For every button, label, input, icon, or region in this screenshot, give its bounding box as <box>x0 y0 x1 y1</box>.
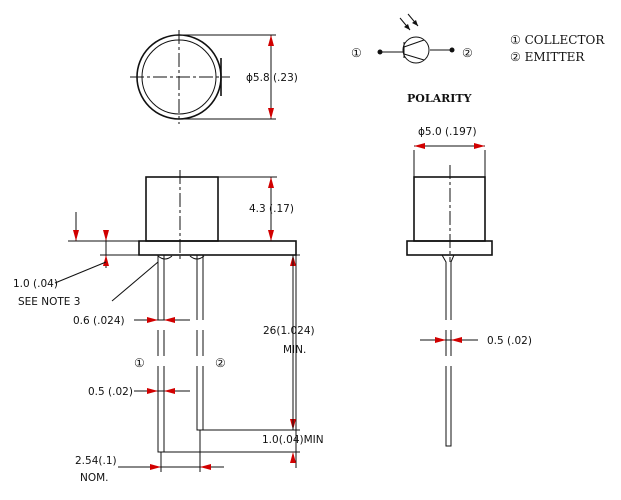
lead-2-upper <box>196 255 204 320</box>
dim-arrow <box>268 108 274 119</box>
lead-spacing-label: 0.5 (.02) <box>88 386 133 398</box>
lead-1-upper <box>157 255 165 320</box>
lead-2-mid <box>196 330 204 356</box>
side-lead-lower <box>445 366 452 447</box>
dim-arrow <box>451 337 462 343</box>
dim-arrow <box>73 230 79 241</box>
polarity-pin-2: ② <box>462 46 473 60</box>
side-lead-mid <box>445 330 452 356</box>
dim-arrow <box>268 230 274 241</box>
side-body <box>413 176 486 242</box>
pin-2-marker: ② <box>215 356 226 370</box>
flange-thickness-label: 1.0 (.04) <box>13 278 58 290</box>
lead-length-label: 26(1.024) <box>263 325 315 337</box>
front-flange <box>138 240 297 256</box>
dim-arrow <box>103 230 109 241</box>
dim-arrow <box>435 337 446 343</box>
dim-arrow <box>268 35 274 46</box>
pin-1-marker: ① <box>134 356 145 370</box>
dim-arrow <box>200 464 211 470</box>
side-lead-label: 0.5 (.02) <box>487 335 532 347</box>
body-height-label: 4.3 (.17) <box>249 203 294 215</box>
lead-length-min-label: MIN. <box>283 344 306 356</box>
lead-1-mid <box>157 330 165 356</box>
dim-arrow <box>268 177 274 188</box>
dim-arrow <box>474 143 485 149</box>
lead-1-lower <box>157 366 165 453</box>
dim-arrow <box>164 388 175 394</box>
phototransistor-symbol <box>402 36 430 64</box>
lead-bend-label: 1.0(.04)MIN <box>262 434 324 446</box>
emitter-label: ② EMITTER <box>510 50 585 64</box>
dim-arrow <box>290 452 296 463</box>
dim-arrow <box>164 317 175 323</box>
dim-arrow <box>414 143 425 149</box>
polarity-title: POLARITY <box>407 92 472 105</box>
side-dia-label: ϕ5.0 (.197) <box>418 126 477 138</box>
top-view: ϕ5.8 (.23) <box>130 30 298 124</box>
front-body <box>145 176 219 242</box>
top-dia-label: ϕ5.8 (.23) <box>246 72 298 84</box>
lead-width-label: 0.6 (.024) <box>73 315 125 327</box>
dim-arrow <box>147 388 158 394</box>
side-view: ϕ5.0 (.197) 0.5 (.02) <box>406 126 532 447</box>
dim-arrow <box>103 255 109 266</box>
pitch-nom-label: NOM. <box>80 472 109 484</box>
side-lead-upper <box>441 254 455 320</box>
polarity-symbol: ① ② ① COLLECTOR ② EMITTER POLARITY <box>351 13 605 105</box>
see-note-label: SEE NOTE 3 <box>18 296 80 308</box>
polarity-pin-1: ① <box>351 46 362 60</box>
dim-arrow <box>147 317 158 323</box>
pitch-label: 2.54(.1) <box>75 455 117 467</box>
dim-arrow <box>150 464 161 470</box>
collector-label: ① COLLECTOR <box>510 33 605 47</box>
front-view: ① ② 4.3 (.17) 1.0 (.04) SEE NOTE 3 0.6 (… <box>13 170 324 484</box>
lead-2-lower <box>196 366 204 431</box>
